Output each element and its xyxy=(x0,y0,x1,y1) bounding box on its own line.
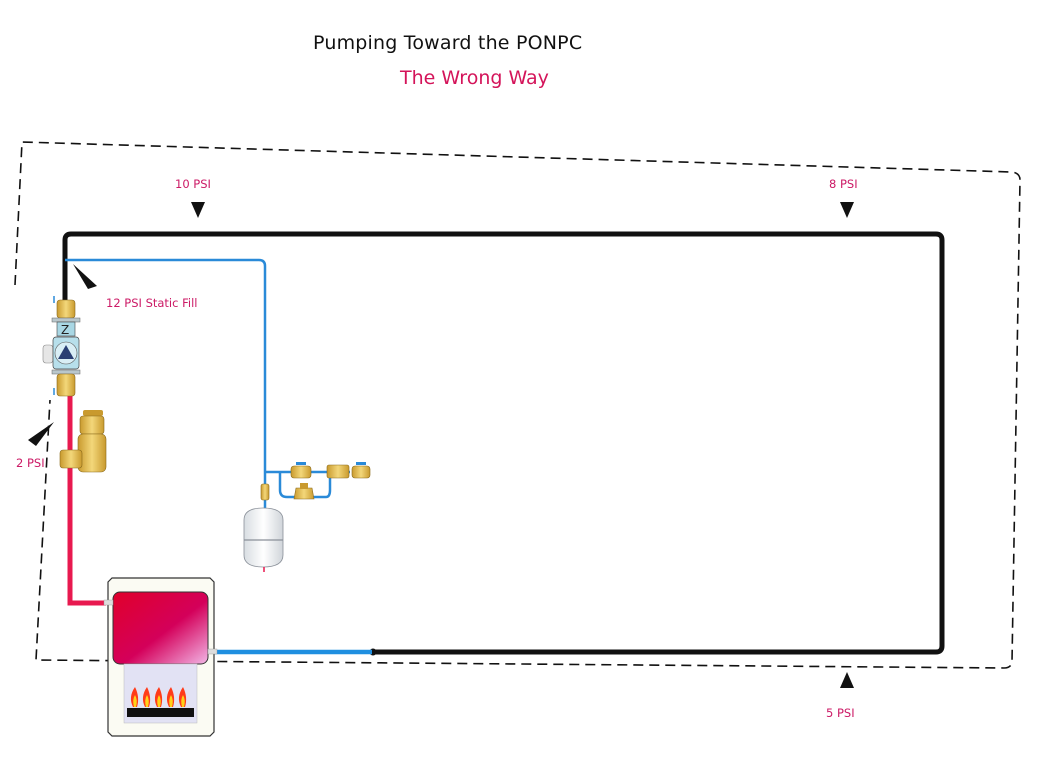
label-8-psi: 8 PSI xyxy=(829,177,858,191)
pressure-boundary-dashed xyxy=(14,141,1021,669)
arrow-8psi-icon xyxy=(840,202,854,218)
svg-text:Z: Z xyxy=(61,323,69,337)
fill-valve-assembly xyxy=(260,462,371,501)
arrow-5psi-icon xyxy=(840,672,854,688)
circulator-pump-assembly: Z xyxy=(42,296,81,397)
system-pipe xyxy=(62,231,945,655)
label-12-psi-static-fill: 12 PSI Static Fill xyxy=(106,296,198,310)
diagram-title: Pumping Toward the PONPC xyxy=(313,32,583,54)
arrow-10psi-icon xyxy=(191,202,205,218)
arrow-static-fill-icon xyxy=(73,264,97,289)
diagram-subtitle: The Wrong Way xyxy=(400,67,549,89)
arrow-2psi-icon xyxy=(28,422,54,446)
label-5-psi: 5 PSI xyxy=(826,706,855,720)
air-separator xyxy=(59,410,107,473)
burner-flames-icon xyxy=(130,687,187,707)
expansion-tank xyxy=(243,507,284,572)
label-10-psi: 10 PSI xyxy=(175,177,211,191)
pump-direction-icon xyxy=(58,345,74,359)
boiler xyxy=(103,577,218,737)
label-2-psi: 2 PSI xyxy=(16,456,45,470)
